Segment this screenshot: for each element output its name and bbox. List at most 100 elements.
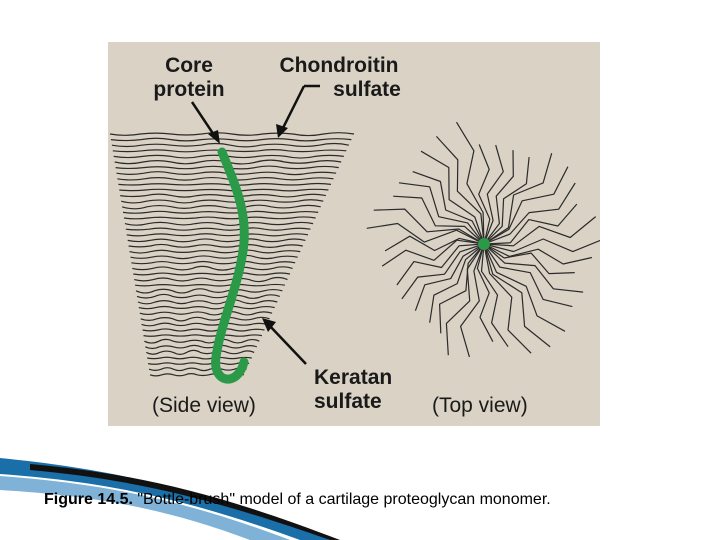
top-chain-line [420, 150, 485, 245]
side-chain-line [117, 176, 334, 181]
caption-text: "Bottle-brush" model of a cartilage prot… [132, 491, 551, 508]
top-chain-line [393, 195, 485, 245]
top-chain-line [401, 243, 485, 300]
side-chain-line [119, 188, 329, 192]
side-chain-line [134, 276, 288, 283]
side-chain-line [143, 334, 263, 337]
label-core-protein-line2: protein [153, 78, 225, 101]
top-chain-line [414, 243, 485, 311]
figure-panel: Core protein Chondroitin sulfate Keratan… [108, 42, 600, 426]
side-chain-line [112, 149, 347, 153]
top-chain-line [435, 135, 485, 245]
side-chain-line [126, 233, 309, 237]
side-chain-line [121, 199, 324, 204]
side-chain-line [136, 293, 281, 299]
arrow-core-protein [190, 101, 220, 144]
side-chain-line [142, 328, 265, 332]
side-chain-line [130, 254, 298, 260]
side-chain-line [146, 349, 255, 355]
top-chain-line [483, 243, 532, 354]
core-protein-strand [211, 147, 249, 384]
top-chain-line [480, 243, 509, 348]
side-chain-line [135, 283, 285, 287]
top-chain-line [429, 243, 485, 323]
side-chain-line [128, 243, 303, 248]
top-chain-line [439, 243, 485, 334]
label-keratan-sulfate: Keratan sulfate [314, 366, 392, 414]
figure-caption: Figure 14.5. "Bottle-brush" model of a c… [44, 491, 551, 509]
slide-swoosh-decoration [0, 458, 340, 540]
side-chain-line [113, 154, 344, 159]
top-chain-line [483, 243, 593, 265]
side-chain-line [124, 221, 314, 227]
side-chain-line [137, 299, 278, 305]
top-chain-line [476, 243, 494, 342]
top-chain-line [483, 243, 575, 275]
top-chain-line [483, 238, 600, 253]
top-chain-line [373, 208, 485, 245]
side-chain-line [147, 362, 250, 365]
side-chain-line [138, 305, 275, 310]
side-chain-line [139, 311, 273, 316]
side-chain-line [109, 132, 355, 137]
side-chain-line [144, 338, 260, 344]
side-chain-line [118, 182, 332, 186]
label-keratan-line1: Keratan [314, 366, 393, 389]
arrow-chondroitin-sulfate [276, 84, 320, 138]
label-chondroitin-line1: Chondroitin [279, 54, 399, 77]
side-chain-line [133, 272, 291, 276]
top-chain-line [483, 243, 584, 293]
side-chain-line [122, 210, 319, 214]
top-chain-line [381, 239, 485, 267]
caption-figure-number: Figure 14.5. [44, 491, 133, 508]
side-chain-line [135, 288, 283, 294]
top-chain-line [445, 243, 485, 356]
label-keratan-line2: sulfate [314, 390, 382, 413]
top-chain-line [483, 243, 566, 332]
side-chain-line [141, 322, 268, 327]
top-chain-line [483, 243, 573, 308]
label-core-protein-line1: Core [165, 54, 213, 77]
side-chain-line [132, 265, 293, 271]
label-side-view: (Side view) [152, 394, 256, 417]
top-chain-line [460, 243, 485, 358]
top-chain-line [483, 166, 569, 245]
top-chain-line [483, 203, 578, 245]
side-chain-line [131, 260, 296, 265]
side-chain-line [129, 249, 301, 254]
side-chain-line [125, 227, 311, 231]
top-chain-line [483, 150, 514, 245]
top-view-chains [366, 121, 600, 358]
top-chain-line [483, 153, 553, 245]
core-protein-top-dot [478, 238, 490, 250]
side-view-chains [109, 132, 355, 377]
side-chain-line [140, 316, 270, 322]
side-chain-line [147, 356, 252, 360]
top-chain-line [483, 182, 576, 245]
top-chain-line [396, 243, 485, 286]
label-chondroitin-sulfate: Chondroitin sulfate [264, 54, 414, 102]
top-chain-line [483, 216, 597, 247]
side-chain-line [121, 204, 321, 210]
label-core-protein: Core protein [134, 54, 244, 102]
side-chain-line [120, 193, 327, 198]
top-chain-line [483, 157, 530, 245]
top-chain-line [483, 144, 504, 245]
top-chain-line [455, 121, 485, 245]
top-chain-line [478, 144, 491, 245]
side-chain-line [111, 142, 350, 148]
label-chondroitin-line2: sulfate [333, 78, 401, 101]
top-chain-line [483, 243, 551, 348]
side-chain-line [145, 344, 257, 350]
side-chain-line [110, 137, 352, 142]
arrow-keratan-sulfate [262, 318, 307, 365]
side-chain-line [127, 238, 306, 243]
top-chain-line [366, 222, 485, 245]
bottle-brush-diagram [109, 84, 600, 384]
side-chain-line [148, 367, 247, 372]
top-chain-line [412, 171, 485, 245]
label-top-view: (Top view) [432, 394, 528, 417]
side-chain-line [123, 216, 316, 220]
top-chain-line [384, 235, 485, 252]
